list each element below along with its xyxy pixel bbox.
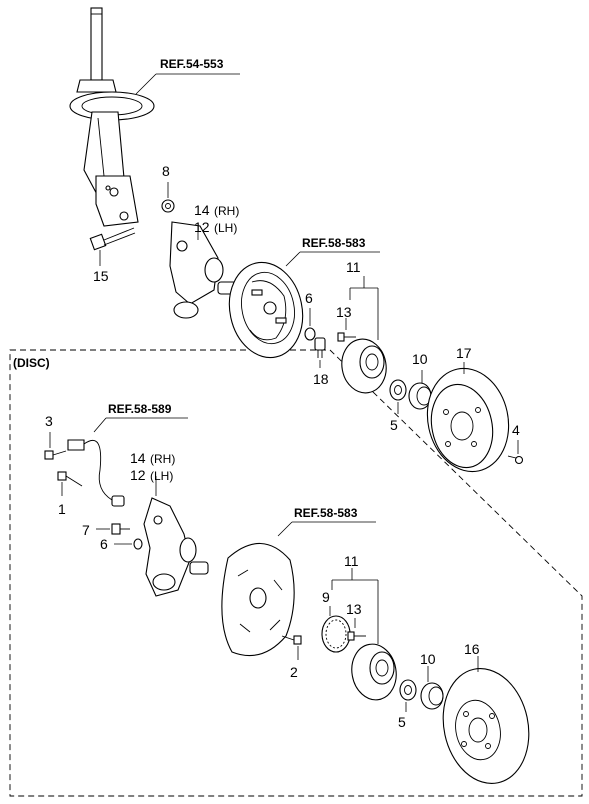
callout-13-bottom: 13 xyxy=(346,601,362,617)
grease-cap-10-bottom xyxy=(420,682,444,710)
callout-12-top: 12 xyxy=(194,219,210,235)
callout-16: 16 xyxy=(464,641,480,657)
callout-10-top: 10 xyxy=(412,351,428,367)
disc-section-boundary xyxy=(9,349,583,797)
bolt-15 xyxy=(89,227,136,251)
washer-6-bottom xyxy=(133,538,143,550)
strut-mount xyxy=(76,79,117,93)
callout-10-bottom: 10 xyxy=(420,651,436,667)
callout-6-top: 6 xyxy=(305,290,313,306)
strut-rod xyxy=(90,7,103,81)
hub-bolt-13-top xyxy=(337,332,356,342)
callout-5-top: 5 xyxy=(390,417,398,433)
hub-bolt-13-bottom xyxy=(347,631,366,641)
nut-6-top xyxy=(304,327,316,341)
ref-disc-shield-label: REF.58-583 xyxy=(294,506,358,520)
callout-3: 3 xyxy=(45,413,53,429)
strut-bracket xyxy=(95,175,139,227)
hub-11-top xyxy=(341,338,387,394)
callout-7: 7 xyxy=(82,522,90,538)
hub-11-bottom xyxy=(351,643,397,701)
steering-knuckle-bottom xyxy=(143,497,209,597)
strut-assembly xyxy=(69,7,155,227)
callout-12-bottom-side: (LH) xyxy=(150,469,173,483)
drum-screw-4 xyxy=(507,455,524,465)
callout-1: 1 xyxy=(58,501,66,517)
steering-knuckle-top xyxy=(169,221,237,319)
washer-8 xyxy=(161,199,175,213)
dust-shield xyxy=(221,543,295,657)
callout-12-bottom: 12 xyxy=(130,467,146,483)
bolt-7 xyxy=(111,523,130,535)
callout-11-bottom: 11 xyxy=(344,553,359,569)
ref-drum-backing-label: REF.58-583 xyxy=(302,236,366,250)
callout-13-top: 13 xyxy=(336,304,352,320)
bolt-18 xyxy=(314,337,326,358)
brake-disc-16 xyxy=(442,668,530,784)
callout-8: 8 xyxy=(162,163,170,179)
bolt-1 xyxy=(57,471,83,487)
hub-nut-5-top xyxy=(389,379,407,401)
callout-11-top: 11 xyxy=(346,259,361,275)
hub-nut-5-bottom xyxy=(399,679,417,701)
callout-15: 15 xyxy=(93,268,109,284)
bolt-2 xyxy=(281,635,302,645)
callout-5-bottom: 5 xyxy=(398,714,406,730)
callout-17: 17 xyxy=(456,345,472,361)
callout-9: 9 xyxy=(322,589,330,605)
drum-backing-plate xyxy=(228,261,304,359)
callout-4: 4 xyxy=(512,422,520,438)
ref-strut-label: REF.54-553 xyxy=(160,57,224,71)
callout-14-bottom: 14 xyxy=(130,450,146,466)
callout-2: 2 xyxy=(290,664,298,680)
tone-ring-9 xyxy=(321,615,351,653)
callout-14-bottom-side: (RH) xyxy=(150,452,175,466)
callout-14-top-side: (RH) xyxy=(214,204,239,218)
disc-section-label: (DISC) xyxy=(13,356,50,370)
abs-sensor xyxy=(67,439,125,507)
callout-12-top-side: (LH) xyxy=(214,221,237,235)
brake-drum-17 xyxy=(426,367,510,473)
callout-18: 18 xyxy=(313,371,329,387)
ref-abs-sensor-label: REF.58-589 xyxy=(108,402,172,416)
callout-14-top: 14 xyxy=(194,202,210,218)
callout-6-bottom: 6 xyxy=(100,536,108,552)
bolt-3 xyxy=(44,450,67,460)
